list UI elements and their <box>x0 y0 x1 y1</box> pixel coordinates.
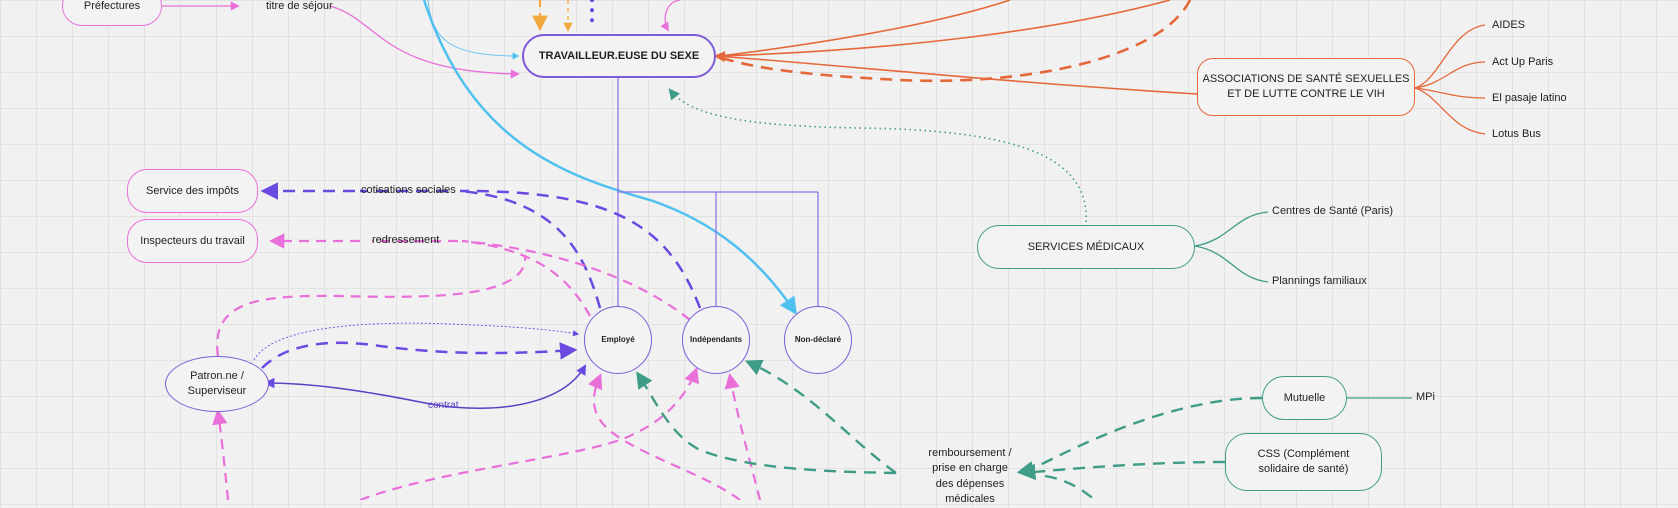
node-main-label: TRAVAILLEUR.EUSE DU SEXE <box>538 49 700 62</box>
edge-teal-dotted <box>668 88 1087 223</box>
medical-child-plannings: Plannings familiaux <box>1272 275 1367 287</box>
label-remboursement: remboursement / prise en charge des dépe… <box>928 447 1012 506</box>
tree-main-connector <box>617 78 819 306</box>
edge-blue-thin <box>427 0 520 60</box>
edge-orange-dashed <box>721 0 1192 83</box>
edge-indep-cotisations <box>459 189 702 309</box>
node-employe[interactable]: Employé <box>584 306 652 374</box>
label-titre-sejour: titre de séjour <box>266 0 333 12</box>
assoc-child-actup: Act Up Paris <box>1492 56 1554 68</box>
edge-contrat <box>263 364 587 409</box>
node-independants[interactable]: Indépendants <box>682 306 750 374</box>
label-contrat: contrat <box>428 400 459 411</box>
edge-remb-indep <box>744 359 897 474</box>
label-redressement: redressement <box>372 234 440 246</box>
node-main-travailleur[interactable]: TRAVAILLEUR.EUSE DU SEXE <box>522 34 716 78</box>
edge-pink-top <box>660 0 681 32</box>
node-css[interactable]: CSS (Complément solidaire de santé) <box>1225 433 1382 491</box>
medical-child-centres: Centres de Santé (Paris) <box>1272 205 1394 217</box>
node-css-label: CSS (Complément solidaire de santé) <box>1257 448 1350 475</box>
label-mpi: MPi <box>1416 391 1435 403</box>
edge-pink-bottom-1 <box>359 367 699 500</box>
node-patron-label: Patron.ne / Superviseur <box>187 370 247 397</box>
edge-indep-redressement <box>461 239 691 321</box>
node-service-impots[interactable]: Service des impôts <box>127 169 258 213</box>
assoc-child-pasaje: El pasaje latino <box>1492 92 1567 104</box>
node-associations[interactable]: ASSOCIATIONS DE SANTÉ SEXUELLES ET DE LU… <box>1197 58 1415 116</box>
edge-patron-bottom <box>212 408 230 500</box>
edge-css-remb <box>1018 460 1226 481</box>
assoc-child-aides: AIDES <box>1492 19 1526 31</box>
edge-orange-1 <box>719 0 1011 57</box>
assoc-child-lotus: Lotus Bus <box>1492 128 1541 140</box>
node-impots-label: Service des impôts <box>146 184 239 197</box>
edge-employe-redressement <box>461 239 591 317</box>
edge-titre-main <box>329 5 520 79</box>
edge-remb-employe <box>636 371 897 475</box>
edge-patron-dotted-purple <box>253 322 580 361</box>
label-cotisations: cotisations sociales <box>361 184 456 196</box>
node-prefectures-label: Préfectures <box>83 0 141 12</box>
node-mutuelle[interactable]: Mutuelle <box>1262 376 1347 420</box>
node-employe-label: Employé <box>601 334 635 344</box>
node-non-declare[interactable]: Non-déclaré <box>784 306 852 374</box>
node-non-declare-label: Non-déclaré <box>794 334 842 344</box>
node-patron[interactable]: Patron.ne / Superviseur <box>165 356 269 412</box>
edge-orange-2 <box>719 0 1171 57</box>
edge-patron-dashed-purple <box>261 341 578 369</box>
edge-employe-cotisations <box>459 189 602 309</box>
node-inspecteurs-label: Inspecteurs du travail <box>140 234 245 247</box>
edge-orange-assoc <box>713 51 1198 95</box>
node-mutuelle-label: Mutuelle <box>1283 391 1326 404</box>
node-services-medicaux[interactable]: SERVICES MÉDICAUX <box>977 225 1195 269</box>
edge-pink-bottom-2 <box>588 373 741 500</box>
edge-pink-bottom-3 <box>724 372 762 500</box>
node-inspecteurs[interactable]: Inspecteurs du travail <box>127 219 258 263</box>
edge-remb-bottom <box>1044 474 1096 500</box>
node-prefectures[interactable]: Préfectures <box>62 0 162 26</box>
node-associations-label: ASSOCIATIONS DE SANTÉ SEXUELLES ET DE LU… <box>1202 73 1410 100</box>
edge-patron-dashed-pink <box>216 254 527 357</box>
node-independants-label: Indépendants <box>689 334 742 344</box>
edge-blue-main <box>422 0 797 315</box>
node-services-medicaux-label: SERVICES MÉDICAUX <box>1027 240 1145 253</box>
